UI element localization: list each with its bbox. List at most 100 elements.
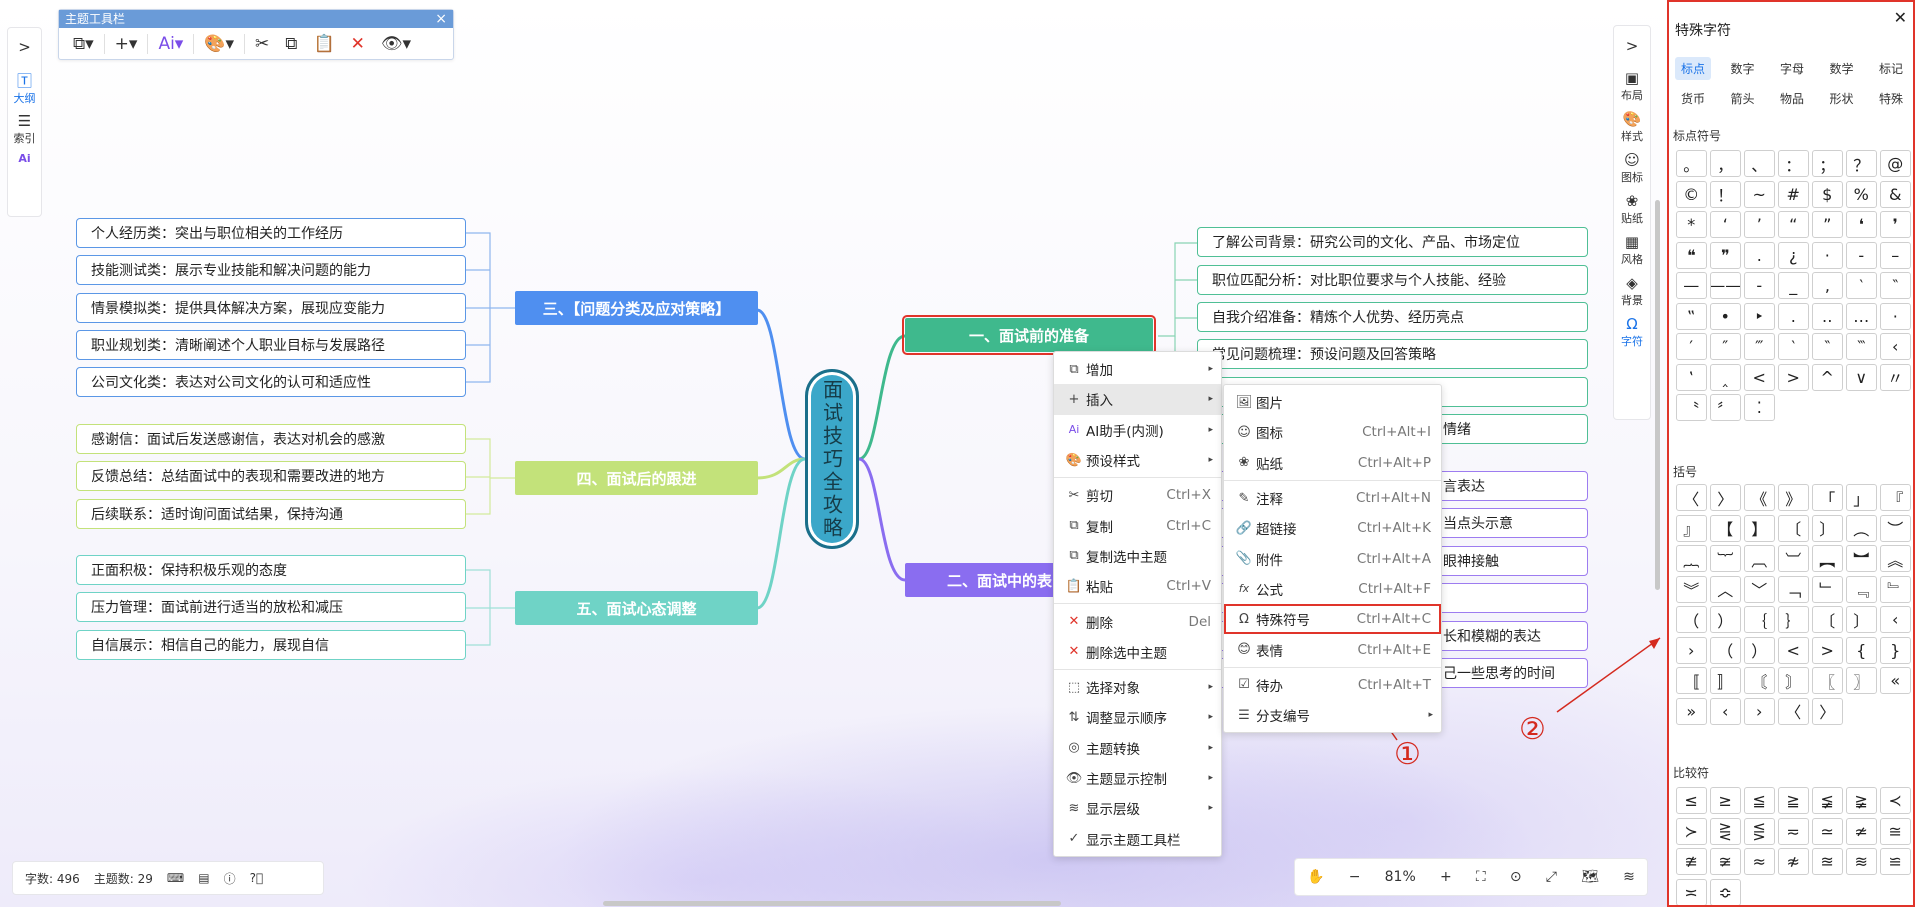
char-cell[interactable]: ≄ — [1846, 817, 1877, 845]
menu-item-delete-selected[interactable]: ✕删除选中主题 — [1054, 637, 1221, 667]
char-cell[interactable]: 』 — [1676, 514, 1707, 542]
char-cell[interactable]: ≅ — [1880, 817, 1911, 845]
char-cell[interactable]: ﹃ — [1846, 575, 1877, 603]
char-cell[interactable]: 〖 — [1812, 667, 1843, 694]
char-cell[interactable]: ❞ — [1710, 241, 1741, 269]
char-cell[interactable]: 〕 — [1846, 606, 1877, 633]
char-cell[interactable]: — — [1676, 272, 1707, 299]
char-cell[interactable]: ≍ — [1676, 878, 1707, 905]
char-cell[interactable]: 〘 — [1744, 667, 1775, 694]
branch-node-4[interactable]: 四、面试后的跟进 — [515, 461, 758, 495]
char-cell[interactable]: « — [1880, 667, 1911, 694]
char-cell[interactable]: ≋ — [1846, 848, 1877, 875]
leaf-node[interactable]: 常见问题梳理：预设问题及回答策略 — [1197, 339, 1588, 369]
zoom-in-button[interactable]: + — [1439, 869, 1452, 885]
char-cell[interactable]: ︿ — [1710, 575, 1741, 603]
leaf-node[interactable]: 情景模拟类：提供具体解决方案，展现应变能力 — [76, 293, 466, 323]
keyboard-icon[interactable]: ⌨ — [166, 871, 185, 885]
rail-layout-button[interactable]: ▣布局 — [1621, 69, 1643, 102]
branch-node-3[interactable]: 三、【问题分类及应对策略】 — [515, 291, 758, 325]
leaf-node[interactable]: 反馈总结：总结面试中的表现和需要改进的地方 — [76, 461, 466, 491]
char-cell[interactable]: ‚ — [1812, 272, 1843, 299]
root-topic[interactable]: 面试技巧全攻略 — [805, 369, 859, 549]
leaf-node[interactable]: 正面积极：保持积极乐观的态度 — [76, 555, 466, 585]
menu-item-select-object[interactable]: ⬚选择对象▸ — [1054, 672, 1221, 702]
leaf-node[interactable]: 公司文化类：表达对公司文化的认可和适应性 — [76, 367, 466, 397]
char-cell[interactable]: ‛ — [1676, 363, 1707, 391]
char-cell[interactable]: ≂ — [1778, 817, 1809, 845]
cut-button[interactable]: ✂ — [255, 34, 270, 54]
char-cell[interactable]: ≎ — [1710, 878, 1741, 905]
char-cell[interactable]: 〃 — [1880, 363, 1911, 391]
char-cell[interactable]: 〉 — [1710, 484, 1741, 511]
char-tab[interactable]: 标点 — [1675, 57, 1712, 80]
char-cell[interactable]: } — [1880, 636, 1911, 664]
char-cell[interactable]: ≩ — [1846, 787, 1877, 814]
char-cell[interactable]: ′ — [1676, 333, 1707, 360]
ai-dropdown[interactable]: Ai▾ — [158, 34, 184, 54]
char-cell[interactable]: ≥ — [1710, 787, 1741, 814]
char-cell[interactable]: ﹄ — [1880, 575, 1911, 603]
outline-view-icon[interactable]: ▤ — [198, 871, 210, 885]
leaf-node[interactable]: 了解公司背景：研究公司的文化、产品、市场定位 — [1197, 227, 1588, 257]
char-cell[interactable]: ‴ — [1744, 333, 1775, 360]
char-tab[interactable]: 数学 — [1829, 62, 1854, 76]
menu-item-show-toolbar[interactable]: ✓显示主题工具栏 — [1054, 823, 1221, 853]
menu-item-order[interactable]: ⇅调整显示顺序▸ — [1054, 702, 1221, 732]
char-cell[interactable]: ≆ — [1710, 848, 1741, 875]
char-cell[interactable]: 〗 — [1846, 667, 1877, 694]
char-cell[interactable]: ‥ — [1812, 302, 1843, 330]
hand-icon[interactable]: ✋ — [1307, 869, 1325, 885]
char-cell[interactable]: < — [1778, 636, 1809, 664]
char-cell[interactable]: ❝ — [1676, 241, 1707, 269]
char-cell[interactable]: ； — [1812, 150, 1843, 177]
char-cell[interactable]: ≤ — [1676, 787, 1707, 814]
char-cell[interactable]: ︽ — [1880, 545, 1911, 572]
char-cell[interactable]: ﹁ — [1778, 575, 1809, 603]
char-cell[interactable]: 『 — [1880, 484, 1911, 511]
char-cell[interactable]: ≦ — [1744, 787, 1775, 814]
char-tab[interactable]: 箭头 — [1730, 92, 1755, 106]
char-cell[interactable]: ¿ — [1778, 241, 1809, 269]
char-tab[interactable]: 货币 — [1681, 92, 1706, 106]
char-cell[interactable]: ≃ — [1812, 817, 1843, 845]
char-cell[interactable]: 《 — [1744, 484, 1775, 511]
char-cell[interactable]: ︷ — [1676, 545, 1707, 572]
char-cell[interactable]: ^ — [1812, 363, 1843, 391]
rail-theme-button[interactable]: ▦风格 — [1621, 233, 1643, 266]
zoom-level[interactable]: 81% — [1384, 869, 1416, 885]
char-cell[interactable]: ！ — [1710, 180, 1741, 208]
close-icon[interactable]: ✕ — [1893, 8, 1907, 27]
char-cell[interactable]: 【 — [1710, 514, 1741, 542]
submenu-item-numbering[interactable]: ☰分支编号▸ — [1224, 700, 1441, 730]
leaf-node[interactable]: 个人经历类：突出与职位相关的工作经历 — [76, 218, 466, 248]
char-cell[interactable]: ﹀ — [1744, 575, 1775, 603]
char-cell[interactable]: ｛ — [1744, 606, 1775, 633]
char-cell[interactable]: ﹂ — [1812, 575, 1843, 603]
insert-dropdown[interactable]: +▾ — [114, 34, 138, 54]
char-cell[interactable]: 〈 — [1778, 697, 1809, 725]
char-cell[interactable]: ︺ — [1778, 545, 1809, 572]
leaf-node[interactable]: 职业规划类：清晰阐述个人职业目标与发展路径 — [76, 330, 466, 360]
char-cell[interactable]: ” — [1812, 211, 1843, 238]
char-cell[interactable]: ≻ — [1676, 817, 1707, 845]
expand-right-button[interactable]: > — [1625, 37, 1639, 55]
char-cell[interactable]: 〔 — [1778, 514, 1809, 542]
char-cell[interactable]: ︾ — [1676, 575, 1707, 603]
char-cell[interactable]: ≨ — [1812, 787, 1843, 814]
rail-style-button[interactable]: 🎨样式 — [1621, 110, 1643, 143]
char-cell[interactable]: ） — [1744, 636, 1775, 664]
fit-screen-icon[interactable]: ⛶ — [1475, 869, 1486, 885]
char-cell[interactable]: < — [1744, 363, 1775, 391]
char-cell[interactable]: ： — [1778, 150, 1809, 177]
zoom-out-button[interactable]: − — [1348, 869, 1361, 885]
char-cell[interactable]: ’ — [1744, 211, 1775, 238]
char-tab[interactable]: 标记 — [1878, 62, 1903, 76]
menu-item-display-level[interactable]: ≋显示层级▸ — [1054, 793, 1221, 823]
char-cell[interactable]: © — [1676, 180, 1707, 208]
char-cell[interactable]: 】 — [1744, 514, 1775, 542]
